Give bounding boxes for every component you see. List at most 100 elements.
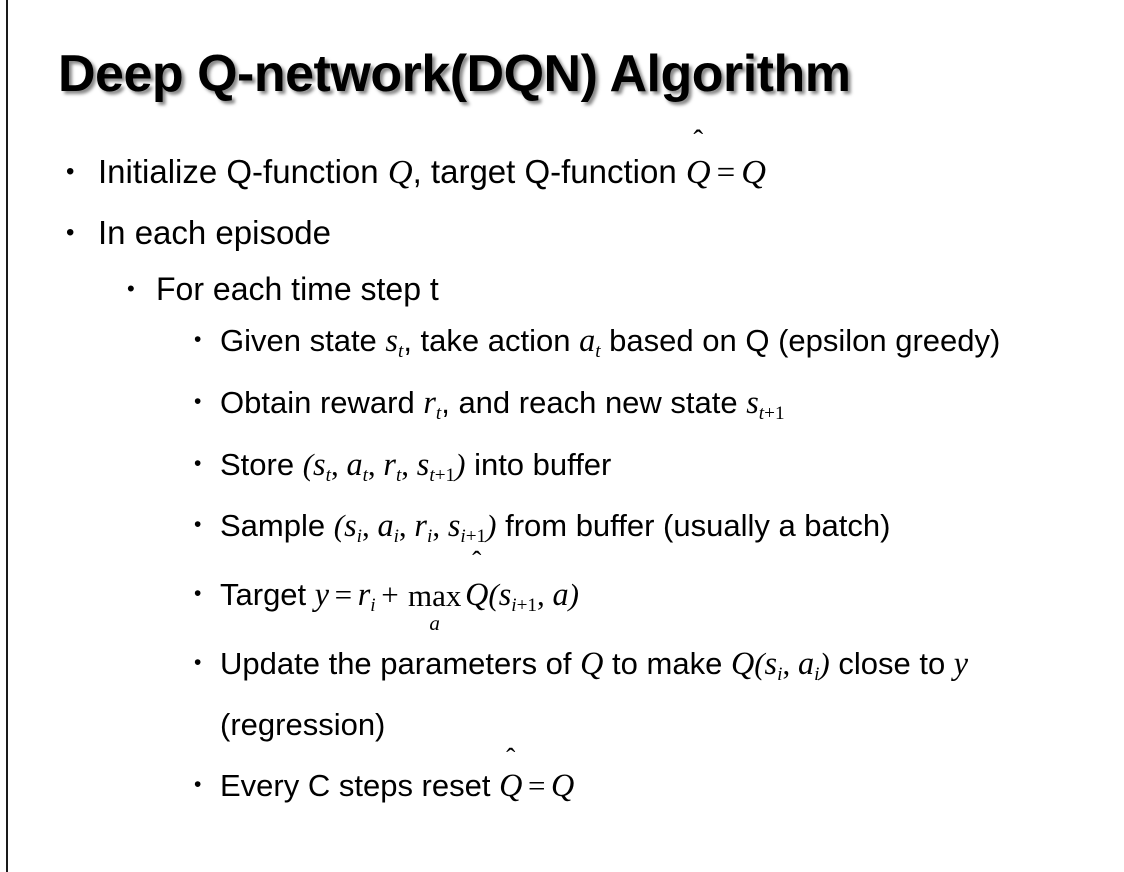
math-equals: = [716,155,736,191]
bullet-marker-icon: • [66,158,75,185]
bullet-initialize-q-function: • Initialize Q-function Q, target Q-func… [0,142,1124,203]
bullet-text: Sample (si, ai, ri, si+1) from buffer (u… [220,500,1094,562]
math-var-a: a [797,644,815,681]
text-fragment: Update the parameters of [220,645,581,681]
bullet-marker-icon: • [194,650,202,674]
math-subscript-t: t [435,402,442,424]
math-subscript-i: i [777,663,783,685]
slide-body: • Initialize Q-function Q, target Q-func… [0,142,1124,811]
math-var-s: s [385,322,398,358]
page-title: Deep Q-network(DQN) Algorithm [58,45,851,103]
text-fragment: Sample [220,508,334,544]
math-var-s2: s [447,507,461,544]
text-fragment: (regression) [220,706,386,742]
math-paren-open: ( [302,446,314,482]
bullet-marker-icon: • [194,513,202,537]
bullet-text: Initialize Q-function Q, target Q-functi… [98,142,1084,203]
text-fragment: to make [603,645,731,681]
text-fragment: based on Q (epsilon greedy) [600,323,1001,358]
math-separator: , [537,577,553,613]
math-separator: , [361,508,378,544]
math-subscript-i: i [356,526,362,548]
math-subscript-t: t [395,464,402,486]
math-separator: , [367,446,384,482]
math-var-s: s [498,576,512,613]
math-max-name: max [407,577,462,613]
math-var-q: Q [580,644,604,681]
text-fragment: into buffer [465,446,612,482]
text-fragment: Given state [220,323,386,358]
math-paren-close: ) [486,508,497,544]
text-fragment: , take action [403,323,580,358]
math-separator: , [432,508,448,544]
math-separator: , [398,508,415,544]
math-equals: = [334,577,353,613]
math-var-r: r [383,445,396,482]
text-fragment: , and reach new state [441,384,747,420]
math-var-q2: Q [741,153,766,191]
bullet-marker-icon: • [194,772,202,796]
bullet-marker-icon: • [194,328,202,351]
math-subscript-i-plus-1: i+1 [511,594,538,616]
bullet-update-parameters: • Update the parameters of Q to make Q(s… [0,638,1124,750]
math-var-a: a [346,445,363,482]
math-var-q-hat: Q̂ [499,766,523,803]
math-subscript-t: t [325,464,331,486]
text-fragment: Target [220,577,315,613]
math-paren-close: ) [568,577,579,613]
math-subscript-i: i [370,594,376,616]
text-fragment: Initialize Q-function [98,153,388,190]
bullet-text: Every C steps reset Q̂=Q [220,760,1094,811]
bullet-store-into-buffer: • Store (st, at, rt, st+1) into buffer [0,439,1124,501]
text-fragment: Store [220,446,303,482]
bullet-every-c-steps-reset: • Every C steps reset Q̂=Q [0,760,1124,811]
math-subscript-i: i [814,663,820,685]
bullet-in-each-episode: • In each episode [0,203,1124,263]
math-subscript-i: i [426,526,433,548]
bullet-sample-from-buffer: • Sample (si, ai, ri, si+1) from buffer … [0,500,1124,562]
math-var-s: s [764,644,778,681]
math-paren-open: ( [333,508,345,544]
bullet-text: For each time step t [156,271,439,307]
math-subscript-t-plus-1: t+1 [758,402,785,424]
math-separator: , [401,446,417,482]
math-var-s: s [746,383,759,420]
math-var-q2: Q [551,766,575,803]
text-fragment: from buffer (usually a batch) [496,508,891,544]
math-var-q: Q [387,153,413,191]
math-var-q-hat: Q̂ [685,153,711,191]
bullet-marker-icon: • [194,451,202,475]
bullet-given-state-take-action: • Given state st, take action at based o… [0,315,1124,377]
math-var-y: y [953,644,969,681]
math-paren-close: ) [455,446,466,482]
math-separator: , [782,645,798,681]
math-var-y: y [314,576,330,613]
math-separator: , [330,446,347,482]
math-paren-open: ( [754,645,765,681]
math-max-limit-a: a [429,610,440,635]
bullet-marker-icon: • [66,219,75,246]
math-var-q-hat: Q̂ [465,576,489,613]
math-subscript-t: t [397,340,404,362]
math-var-a: a [579,322,596,358]
math-subscript-t-plus-1: t+1 [429,464,456,486]
slide-left-rule [6,0,8,872]
math-var-s: s [313,445,326,482]
math-var-a: a [377,507,394,544]
bullet-marker-icon: • [194,582,202,606]
math-var-r: r [414,507,427,544]
math-var-s: s [344,507,357,544]
math-var-s2: s [416,445,430,482]
text-fragment: , target Q-function [412,153,686,190]
math-paren-close: ) [819,645,830,681]
bullet-obtain-reward-reach-state: • Obtain reward rt, and reach new state … [0,377,1124,439]
math-plus: + [381,577,399,613]
bullet-text: Obtain reward rt, and reach new state st… [220,377,1094,439]
text-fragment: Obtain reward [220,384,424,420]
math-equals: = [527,767,546,803]
math-subscript-i: i [393,526,399,548]
bullet-marker-icon: • [127,276,135,301]
